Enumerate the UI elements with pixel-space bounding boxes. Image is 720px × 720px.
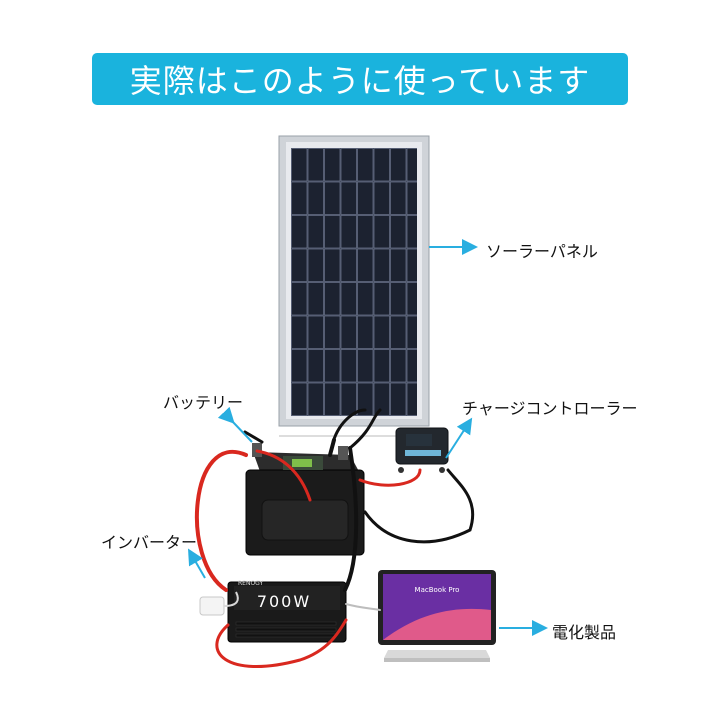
laptop: MacBook Pro bbox=[378, 570, 496, 662]
arrow-up-icon bbox=[217, 406, 253, 443]
pointer-arrows bbox=[188, 239, 548, 636]
page-banner: 実際はこのように使っています bbox=[92, 53, 628, 105]
arrow-up-icon bbox=[188, 548, 206, 579]
arrow-up-icon bbox=[445, 417, 473, 459]
solar-panel bbox=[278, 135, 430, 437]
charge-controller bbox=[395, 427, 449, 473]
callout-solar-panel: ソーラーパネル bbox=[486, 242, 598, 261]
inverter: 700W RENOGY bbox=[227, 580, 347, 643]
laptop-screen-text: MacBook Pro bbox=[415, 586, 460, 594]
power-plug bbox=[199, 591, 239, 616]
callout-appliance: 電化製品 bbox=[552, 623, 617, 642]
inverter-brand-label: RENOGY bbox=[238, 580, 264, 587]
inverter-model-label: 700W bbox=[257, 592, 311, 611]
callout-battery: バッテリー bbox=[163, 393, 244, 412]
banner-title: 実際はこのように使っています bbox=[129, 62, 591, 100]
callout-inverter: インバーター bbox=[101, 533, 198, 552]
battery bbox=[245, 443, 365, 556]
callout-charge-controller: チャージコントローラー bbox=[462, 399, 638, 418]
cables bbox=[194, 408, 475, 669]
